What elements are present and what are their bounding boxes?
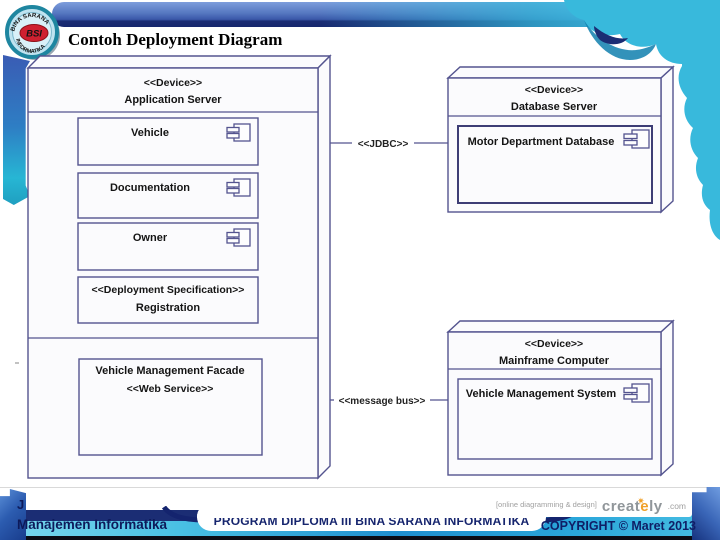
component-documentation <box>77 172 259 219</box>
logo-abbr: BSI <box>26 29 42 40</box>
component-icon <box>226 178 251 197</box>
creately-tagline: [online diagramming & design] <box>495 500 597 509</box>
bsi-logo: BINA SARANA INFORMATIKA BSI <box>5 5 60 60</box>
node-side-face <box>660 65 674 214</box>
footer-copyright: COPYRIGHT © Maret 2013 <box>540 519 696 533</box>
creately-logo-part: creat <box>601 498 641 515</box>
component-vehicle-management-facade <box>78 358 263 456</box>
component-motor-department-database <box>457 125 653 204</box>
node-top-face <box>446 320 675 333</box>
node-name: Application Server <box>124 94 222 106</box>
program-banner: PROGRAM DIPLOMA III BINA SARANA INFORMAT… <box>197 503 546 531</box>
node-top-face <box>446 66 675 79</box>
jdbc-label: <<JDBC>> <box>358 139 409 150</box>
footer-department: Manajemen Informatika <box>17 517 168 532</box>
node-side-face <box>660 319 674 477</box>
page-title: Contoh Deployment Diagram <box>68 30 283 49</box>
component-icon <box>623 383 650 403</box>
deployment-specification-box <box>77 276 259 324</box>
node-top-face <box>26 55 332 69</box>
node-stereotype: <<Device>> <box>525 84 583 96</box>
bottom-left-block-decoration <box>0 489 26 540</box>
component-vehicle-management-system <box>457 378 653 460</box>
component-vehicle-label: Vehicle <box>131 127 169 139</box>
footer-bottom-strip <box>0 536 720 540</box>
node-database-server: <<Device>> Database Server Motor Departm… <box>446 65 675 214</box>
node-stereotype: <<Device>> <box>525 338 583 350</box>
creately-star-icon: ✷ <box>637 496 646 506</box>
deployment-specification-label: Registration <box>136 302 200 314</box>
footer-top-rule <box>0 487 720 488</box>
node-stereotype: <<Device>> <box>144 77 202 89</box>
facade-stereotype: <<Web Service>> <box>127 383 214 395</box>
creately-logo: creately✷ <box>602 496 663 517</box>
component-vehicle <box>77 117 259 166</box>
node-mainframe-computer: <<Device>> Mainframe Computer Vehicle Ma… <box>446 319 675 477</box>
component-owner-label: Owner <box>133 232 168 244</box>
component-owner <box>77 222 259 271</box>
creately-domain: .com <box>667 501 686 511</box>
corner-wave-decoration <box>564 0 720 240</box>
left-ribbon-decoration <box>3 55 30 205</box>
creately-logo-accent: e <box>640 498 650 515</box>
component-documentation-label: Documentation <box>110 182 190 194</box>
footer-partial-letter: J <box>17 497 25 512</box>
component-icon <box>623 129 650 149</box>
facade-label: Vehicle Management Facade <box>95 365 244 377</box>
connection-jdbc: <<JDBC>> <box>330 139 448 150</box>
bottom-right-block-decoration <box>692 487 720 540</box>
component-icon <box>226 123 251 142</box>
vehicle-management-system-label: Vehicle Management System <box>466 388 617 400</box>
motor-department-database-label: Motor Department Database <box>468 136 615 148</box>
connection-message-bus: <<message bus>> <box>330 396 448 407</box>
node-application-server: <<Device>> Application Server Vehicle Do… <box>26 54 332 480</box>
creately-watermark: [online diagramming & design] creately✷ … <box>477 496 692 517</box>
node-side-face <box>317 54 331 480</box>
program-banner-cover <box>197 503 546 518</box>
message-bus-label: <<message bus>> <box>339 396 426 407</box>
footer-navy-band <box>25 510 233 521</box>
node-name: Mainframe Computer <box>499 355 610 367</box>
component-icon <box>226 228 251 247</box>
deployment-specification-stereotype: <<Deployment Specification>> <box>92 284 245 296</box>
creately-logo-part: ly <box>649 498 663 515</box>
node-name: Database Server <box>511 101 598 113</box>
